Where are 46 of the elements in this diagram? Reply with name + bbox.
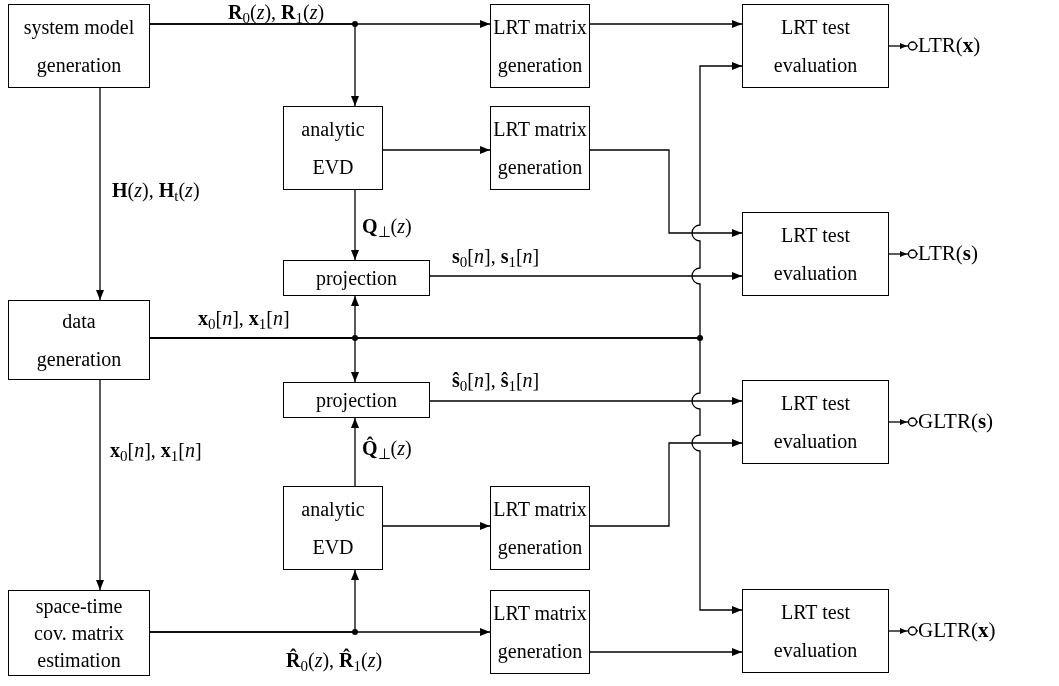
process-box: LRT matrix generation (490, 106, 590, 190)
arrow (429, 397, 743, 405)
process-box: space-time cov. matrix estimation (8, 590, 150, 676)
output-label: LTR(s) (918, 239, 1028, 269)
process-box: LRT test evaluation (742, 212, 889, 296)
edge-label: ŝ$_{0}$[n], ŝ$_{1}$[n] (452, 368, 540, 392)
edge-label: H(z), H$_{t}$(z) (112, 178, 200, 202)
process-box: LRT matrix generation (490, 4, 590, 88)
arrow (96, 87, 104, 301)
arrow (149, 23, 359, 107)
process-box: LRT matrix generation (490, 486, 590, 570)
edge-label: x$_{0}$[n], x$_{1}$[n] (198, 306, 290, 330)
process-box: analytic EVD (283, 106, 383, 190)
process-box: data generation (8, 300, 150, 380)
arrow (351, 189, 359, 261)
edge-label: Q̂$_{⊥}$(z) (362, 436, 412, 460)
arrow (589, 149, 743, 237)
process-box: LRT test evaluation (742, 4, 889, 88)
arrow (888, 626, 919, 636)
process-box: projection (283, 260, 430, 296)
output-label: GLTR(s) (918, 407, 1048, 437)
output-label: LTR(x) (918, 31, 1028, 61)
process-box: projection (283, 382, 430, 418)
edge-label: x$_{0}$[n], x$_{1}$[n] (110, 438, 202, 462)
arrow (888, 249, 919, 259)
arrow (888, 41, 919, 51)
arrow (149, 569, 359, 633)
edge-label: s$_{0}$[n], s$_{1}$[n] (452, 244, 540, 268)
arrow (351, 417, 359, 487)
process-box: system model generation (8, 4, 150, 88)
process-box: analytic EVD (283, 486, 383, 570)
arrow (589, 648, 743, 656)
arrow (589, 439, 743, 527)
arrow (382, 522, 491, 530)
arrow (589, 20, 743, 28)
edge-label: R̂$_{0}$(z), R̂$_{1}$(z) (286, 648, 383, 672)
arrow (382, 146, 491, 154)
arrow (96, 379, 104, 591)
process-box: LRT test evaluation (742, 589, 889, 673)
process-box: LRT test evaluation (742, 380, 889, 464)
edge-label: Q$_{⊥}$(z) (362, 214, 412, 238)
output-label: GLTR(x) (918, 616, 1048, 646)
arrow (888, 417, 919, 427)
arrow (429, 272, 743, 280)
edge-label: R$_{0}$(z), R$_{1}$(z) (228, 0, 325, 24)
process-box: LRT matrix generation (490, 590, 590, 674)
